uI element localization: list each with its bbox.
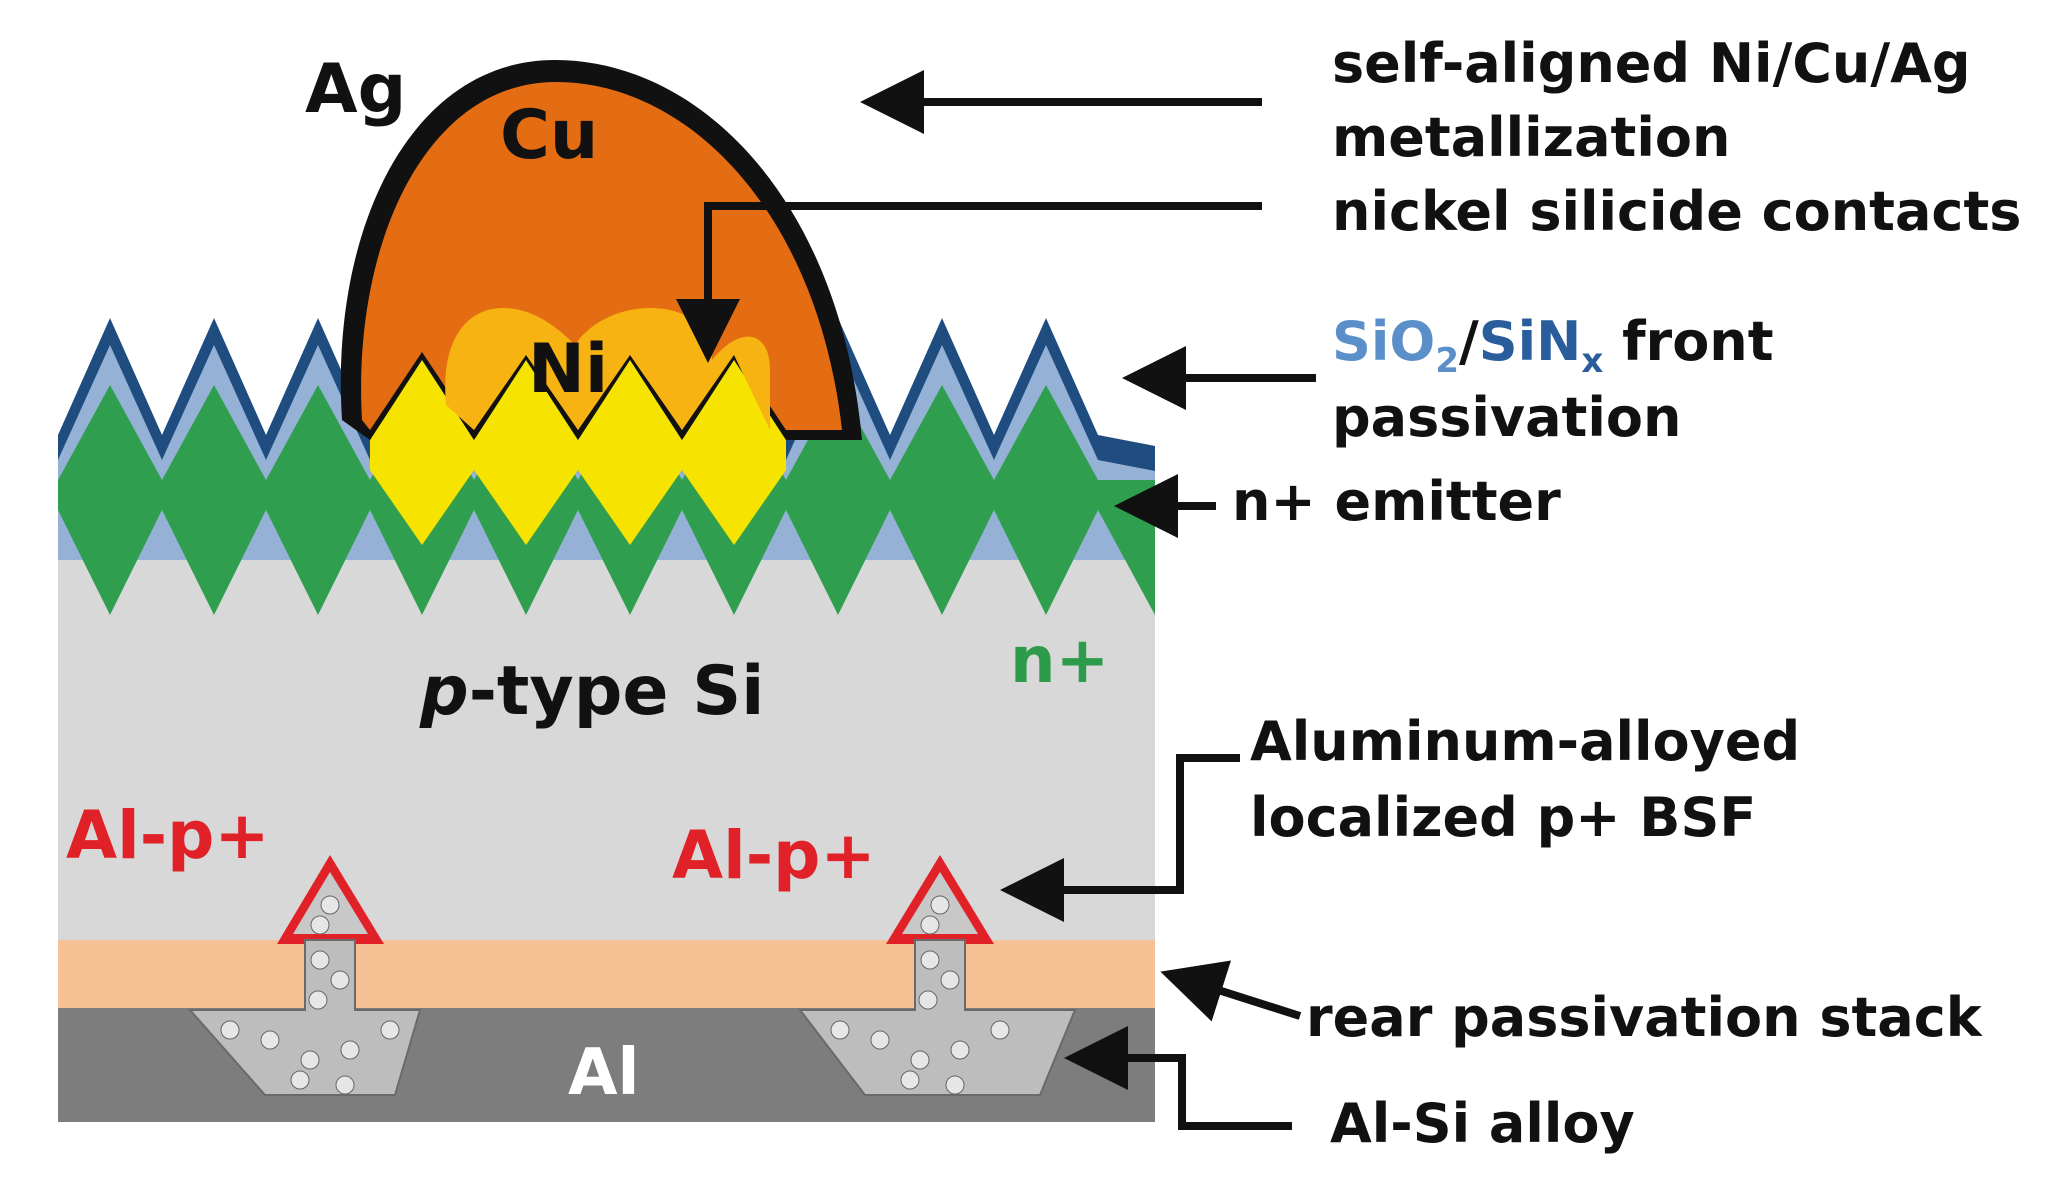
nickel-silicide-region [370, 360, 786, 545]
n-plus-label: n+ [1010, 624, 1109, 698]
callout-alloy: Al-Si alloy [1330, 1092, 1635, 1155]
al-p-plus-left-label: Al-p+ [66, 797, 270, 874]
p-type-si-label: p-type Si [419, 652, 765, 731]
rear-passivation-stack [58, 940, 1155, 1010]
local-contact-left [187, 855, 422, 1096]
callout-rear-stack: rear passivation stack [1306, 986, 1983, 1049]
al-label: Al [568, 1036, 639, 1110]
callout-lines [676, 70, 1316, 1130]
cu-label: Cu [500, 96, 598, 175]
callout-sio2-sinx: SiO2/SiNx front [1332, 310, 1774, 381]
callout-metallization-line1: self-aligned Ni/Cu/Ag [1332, 32, 1971, 95]
callout-bsf-line2: localized p+ BSF [1250, 786, 1756, 849]
callout-emitter: n+ emitter [1232, 470, 1561, 533]
local-contact-right [797, 855, 1077, 1096]
al-p-plus-right-label: Al-p+ [672, 817, 876, 894]
callout-metallization-line2: metallization [1332, 106, 1730, 169]
ag-label: Ag [305, 50, 406, 129]
callout-passivation: passivation [1332, 386, 1681, 449]
callout-bsf-line1: Aluminum-alloyed [1250, 710, 1800, 773]
callout-silicide: nickel silicide contacts [1332, 180, 2021, 243]
ni-label: Ni [528, 330, 608, 409]
